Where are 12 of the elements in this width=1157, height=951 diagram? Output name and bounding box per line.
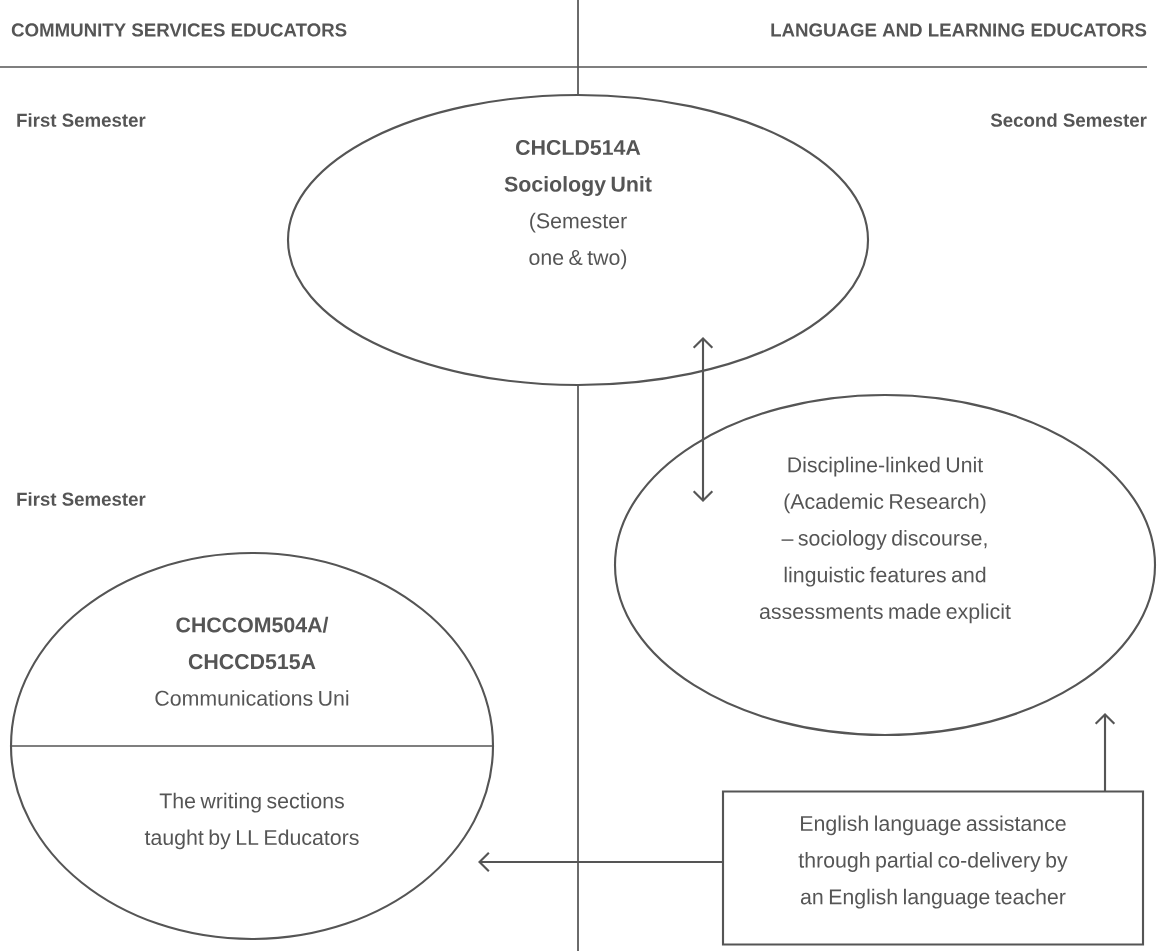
semester-label: First Semester (17, 113, 146, 127)
arrow (692, 337, 714, 502)
text-box: English language assistance through partial co-delivery by an English language teacher (721, 790, 1145, 946)
column-heading: COMMUNITY SERVICES EDUCATORS (11, 23, 347, 37)
column-heading: LANGUAGE AND LEARNING EDUCATORS (771, 23, 1147, 37)
ellipse-node: CHCCOM504A/ CHCCD515A Communications Uni The writing sections taught by LL Educators (9, 551, 495, 941)
arrow (478, 851, 723, 873)
ellipse-node: CHCLD514A Sociology Unit (Semester one & two) (286, 93, 870, 387)
semester-label: Second Semester (990, 113, 1147, 127)
arrow (1094, 713, 1116, 792)
ellipse-node: Discipline-linked Unit (Academic Research) – sociology discourse, linguistic features and assessments made explicit (613, 393, 1157, 737)
semester-label: First Semester (17, 492, 146, 506)
